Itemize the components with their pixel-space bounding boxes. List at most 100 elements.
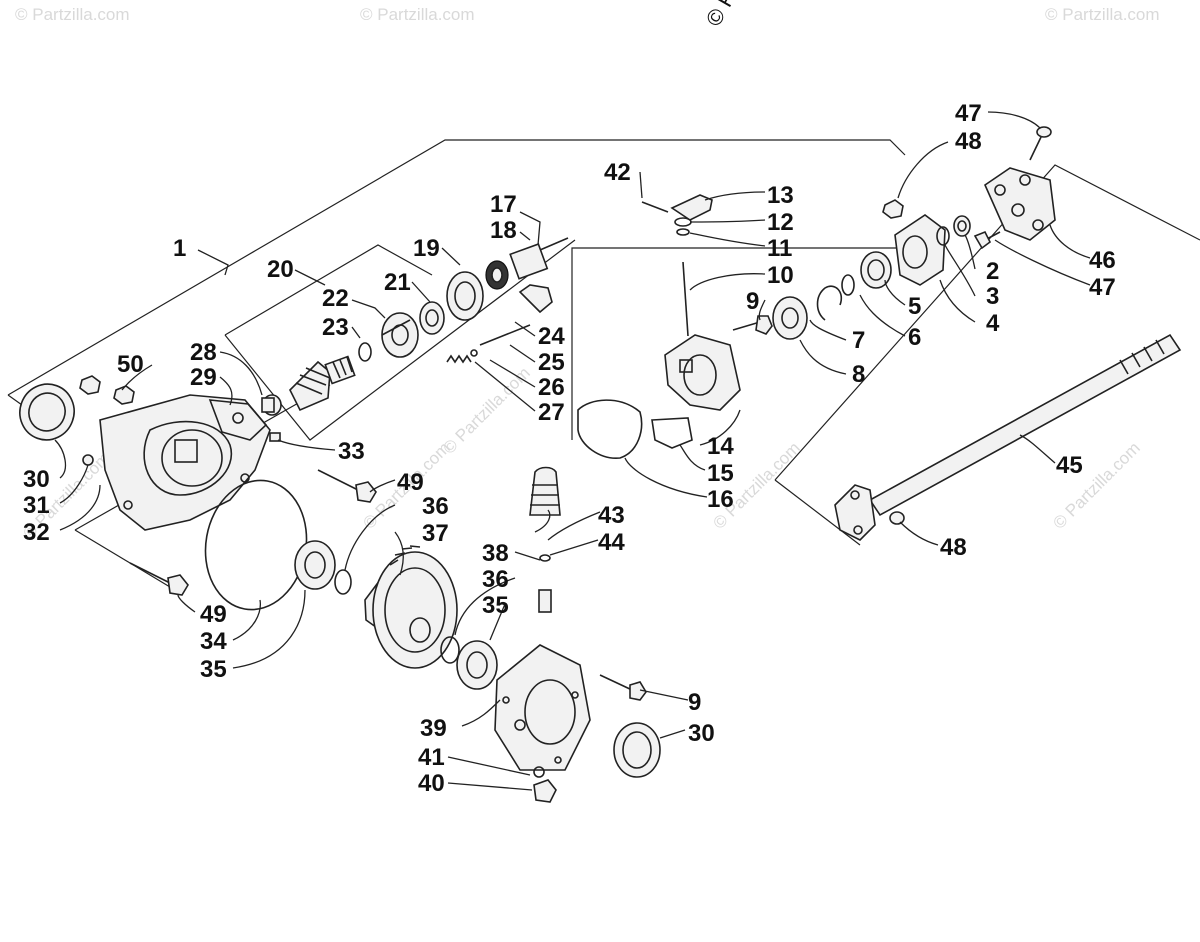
nut-50b <box>113 385 135 405</box>
bracket-46 <box>983 167 1056 241</box>
watermark-top-left: © Partzilla.com <box>15 5 130 24</box>
frame-housing-bolt <box>74 529 176 591</box>
ring-3 <box>936 226 950 246</box>
lever-13 <box>670 194 713 221</box>
callout-13: 13 <box>767 182 794 209</box>
frame-main-top <box>7 139 906 396</box>
seal-right <box>613 722 661 778</box>
ball-26 <box>470 349 478 357</box>
callout-32: 32 <box>23 519 50 546</box>
nut-48-upper <box>882 199 904 219</box>
callout-48-upper: 48 <box>955 128 982 155</box>
nut-48-lower <box>889 511 905 525</box>
callout-23: 23 <box>322 314 349 341</box>
gasket-16 <box>577 399 643 459</box>
collar-21 <box>419 301 445 335</box>
seal-5 <box>860 251 892 289</box>
callout-40: 40 <box>418 770 445 797</box>
callout-17: 17 <box>490 191 517 218</box>
callout-44: 44 <box>598 529 625 556</box>
callout-2: 2 <box>986 258 999 285</box>
callout-42: 42 <box>604 159 631 186</box>
callout-49-lower: 49 <box>200 601 227 628</box>
callout-33: 33 <box>338 438 365 465</box>
callout-labels: 1 2 3 4 5 6 7 8 9 9 10 11 12 13 14 15 16… <box>23 100 1116 797</box>
washer-31 <box>82 454 94 466</box>
callout-18: 18 <box>490 217 517 244</box>
callout-9-lower: 9 <box>688 689 701 716</box>
watermark-top-mark: © P <box>701 0 741 30</box>
frame-right-housing <box>571 247 905 440</box>
frame-shaft-top <box>774 164 1200 481</box>
callout-47-upper: 47 <box>955 100 982 127</box>
callout-16: 16 <box>707 486 734 513</box>
bolt-9-upper <box>732 315 773 335</box>
callout-35-right: 35 <box>482 592 509 619</box>
bearing-18 <box>485 260 509 290</box>
bearing-8 <box>772 296 808 340</box>
frame-pinion-top <box>224 244 433 336</box>
nut-50a <box>79 375 101 395</box>
callout-26: 26 <box>538 374 565 401</box>
callout-41: 41 <box>418 744 445 771</box>
cover-39 <box>494 644 591 771</box>
callout-1: 1 <box>173 235 186 262</box>
pin-33 <box>269 432 281 442</box>
callout-12: 12 <box>767 209 794 236</box>
callout-24: 24 <box>538 323 565 350</box>
callout-7: 7 <box>852 327 865 354</box>
callout-22: 22 <box>322 285 349 312</box>
callout-43: 43 <box>598 502 625 529</box>
vent-38 <box>538 589 552 613</box>
spacer-2 <box>953 215 971 237</box>
callout-34: 34 <box>200 628 227 655</box>
needle-bearing-28 <box>261 394 282 416</box>
callout-15: 15 <box>707 460 734 487</box>
boot-43 <box>529 466 561 516</box>
frame-pinion-bottom <box>224 239 576 441</box>
watermark-top-right: © Partzilla.com <box>1045 5 1160 24</box>
carrier-4 <box>894 214 946 286</box>
gear-housing-main <box>99 394 271 531</box>
callout-25: 25 <box>538 349 565 376</box>
callout-3: 3 <box>986 283 999 310</box>
shift-shaft-25 <box>479 324 531 346</box>
splined-shaft-17 <box>509 237 569 280</box>
axle-shaft-45 <box>834 333 1182 541</box>
drain-plug-40 <box>533 766 557 803</box>
frame-main-left <box>7 394 23 406</box>
callout-8: 8 <box>852 361 865 388</box>
leader-lines <box>54 111 1091 791</box>
callout-4: 4 <box>986 310 1000 337</box>
callout-27: 27 <box>538 399 565 426</box>
callout-11: 11 <box>767 235 792 262</box>
ring-gear-37 <box>364 545 458 669</box>
callout-28: 28 <box>190 339 217 366</box>
watermark-top-center: © Partzilla.com <box>360 5 475 24</box>
shim-36-left <box>334 569 352 595</box>
coupler-19 <box>446 271 484 321</box>
callout-36-lower: 36 <box>482 566 509 593</box>
callout-48-lower: 48 <box>940 534 967 561</box>
callout-46: 46 <box>1089 247 1116 274</box>
clip-44 <box>539 554 551 562</box>
bolt-9-lower <box>599 674 647 701</box>
callout-19: 19 <box>413 235 440 262</box>
callout-14: 14 <box>707 433 734 460</box>
callout-49-upper: 49 <box>397 469 424 496</box>
callout-30-right: 30 <box>688 720 715 747</box>
callout-35-left: 35 <box>200 656 227 683</box>
spring-27 <box>446 354 472 364</box>
bearing-35-right <box>456 640 498 690</box>
seal-left <box>19 383 75 441</box>
callout-31: 31 <box>23 492 50 519</box>
callout-36-upper: 36 <box>422 493 449 520</box>
callout-5: 5 <box>908 293 921 320</box>
shim-36-right <box>440 636 460 664</box>
snap-ring-7 <box>816 285 843 321</box>
shift-fork-24 <box>518 284 553 314</box>
callout-20: 20 <box>267 256 294 283</box>
callout-39: 39 <box>420 715 447 742</box>
callout-37: 37 <box>422 520 449 547</box>
